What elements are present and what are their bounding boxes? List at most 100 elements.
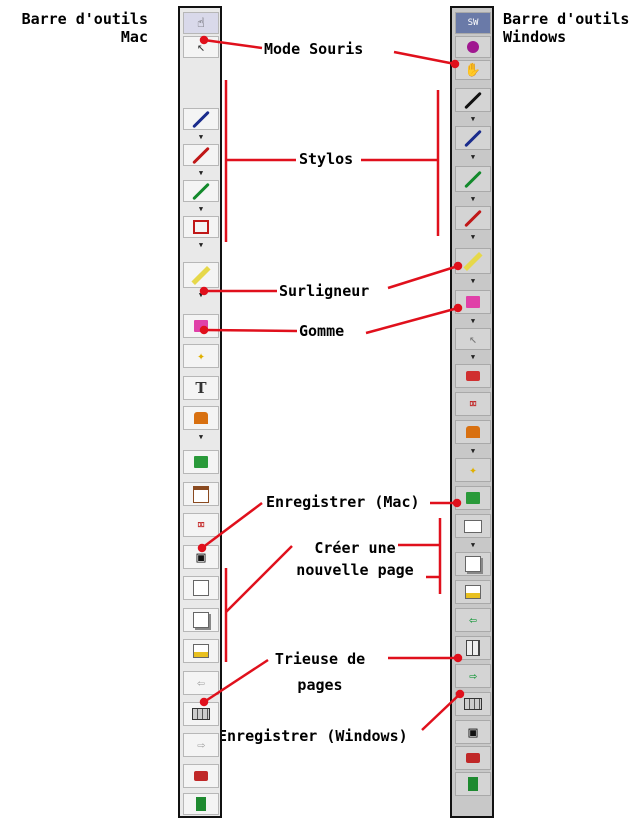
next-page-tool[interactable]: ⇨ [183, 733, 219, 757]
magic-wand-win-icon: ✦ [469, 462, 477, 478]
pen-blue-win-expand[interactable]: ▼ [470, 152, 476, 161]
spotlight-icon [193, 644, 209, 658]
pen-blue-win-tool[interactable] [455, 126, 491, 150]
stamp-win-tool[interactable] [455, 420, 491, 444]
dot-eraser-mac [199, 325, 209, 335]
new-page-win-expand[interactable]: ▼ [470, 540, 476, 549]
leader-highlighter-win [387, 264, 459, 290]
pen-red-win-expand[interactable]: ▼ [470, 232, 476, 241]
highlighter-win-expand[interactable]: ▼ [470, 276, 476, 285]
dot-save-mac [197, 543, 207, 553]
toolbox-win-tool[interactable] [455, 746, 491, 770]
pen-green-win-tool[interactable] [455, 166, 491, 192]
label-eraser: Gomme [299, 322, 345, 340]
spotlight-tool[interactable] [183, 639, 219, 663]
capture-win-tool[interactable] [455, 486, 491, 510]
page-sorter-small-icon [466, 640, 480, 656]
dot-mouse-mode-win [450, 59, 460, 69]
pen-green-win-expand[interactable]: ▼ [470, 194, 476, 203]
highlighter-tool[interactable] [183, 262, 219, 288]
leader-mouse-mode-mac [203, 38, 263, 50]
menu-tool[interactable]: SW [455, 12, 491, 34]
stamp-win-icon [466, 426, 480, 438]
windows-toolbar-title-line1: Barre d'outils [503, 10, 630, 28]
prev-page-tool[interactable]: ⇦ [183, 671, 219, 695]
label-pens: Stylos [299, 150, 354, 168]
stamp-expand[interactable]: ▼ [198, 432, 204, 441]
dot-page-sorter-win [453, 653, 463, 663]
pen-red-win-tool[interactable] [455, 206, 491, 230]
leader-page-sorter-mac [203, 658, 269, 704]
clear-tool[interactable]: ⌧ [183, 513, 219, 537]
pen-black-tool[interactable] [455, 88, 491, 112]
mouse-hand-tool[interactable]: ✋ [455, 60, 491, 80]
camera-icon [466, 371, 480, 381]
page-sorter-small-win-tool[interactable] [455, 636, 491, 660]
pen-black-expand[interactable]: ▼ [470, 114, 476, 123]
leader-eraser-mac [203, 328, 298, 333]
arrow-right-win-icon: ⇨ [469, 668, 477, 684]
clear-win-icon: ⌧ [469, 396, 477, 412]
mouse-pointer-tool[interactable] [455, 36, 491, 58]
page-sorter-win-icon [464, 698, 482, 710]
pen-green-tool[interactable] [183, 180, 219, 202]
save-win-tool[interactable]: ▣ [455, 720, 491, 744]
leader-mouse-mode-win [393, 50, 456, 66]
toolbox-tool[interactable] [183, 764, 219, 788]
new-page-tool[interactable] [183, 576, 219, 600]
text-tool[interactable]: T [183, 376, 219, 400]
capture-tool[interactable] [183, 450, 219, 474]
dot-mouse-mode-mac [199, 35, 209, 45]
mouse-finger-tool[interactable]: ☝ [183, 12, 219, 34]
pen-outline-expand[interactable]: ▼ [198, 240, 204, 249]
label-save-windows: Enregistrer (Windows) [218, 727, 408, 745]
dot-highlighter-mac [199, 286, 209, 296]
arrow-right-icon: ⇨ [197, 737, 205, 753]
duplicate-page-tool[interactable] [183, 608, 219, 632]
page-sorter-tool[interactable] [183, 702, 219, 726]
magic-wand-win-tool[interactable]: ✦ [455, 458, 491, 482]
arrow-left-icon: ⇦ [197, 675, 205, 691]
camera-tool[interactable] [455, 364, 491, 388]
toolbox-icon [194, 771, 208, 781]
capture-win-icon [466, 492, 480, 504]
leader-save-mac [201, 502, 263, 549]
clear-win-tool[interactable]: ⌧ [455, 392, 491, 416]
exit-tool[interactable] [183, 793, 219, 815]
pen-red-expand[interactable]: ▼ [198, 168, 204, 177]
stamp-win-expand[interactable]: ▼ [470, 446, 476, 455]
new-page-icon [193, 580, 209, 596]
magic-wand-tool[interactable]: ✦ [183, 344, 219, 368]
pen-outline-icon [193, 220, 209, 234]
pen-outline-tool[interactable] [183, 216, 219, 238]
highlighter-expand[interactable]: ▼ [198, 290, 204, 299]
pen-blue-tool[interactable] [183, 108, 219, 130]
spotlight-win-tool[interactable] [455, 580, 491, 604]
windows-toolbar-title-line2: Windows [503, 28, 567, 46]
select-arrow-expand[interactable]: ▼ [470, 352, 476, 361]
eraser-win-expand[interactable]: ▼ [470, 316, 476, 325]
duplicate-page-win-icon [465, 556, 481, 572]
new-page-win-tool[interactable] [455, 514, 491, 538]
arrow-cursor-icon: ↖ [197, 39, 205, 55]
exit-win-tool[interactable] [455, 772, 491, 796]
next-page-win-tool[interactable]: ⇨ [455, 664, 491, 688]
spotlight-win-icon [465, 585, 481, 599]
windows-toolbar: SW ✋ ▼ ▼ ▼ ▼ ▼ ▼ ↖ ▼ ⌧ ▼ ✦ ▼ ⇦ ⇨ ▣ [450, 6, 494, 818]
select-arrow-tool[interactable]: ↖ [455, 328, 491, 350]
stamp-icon [194, 412, 208, 424]
pen-red-tool[interactable] [183, 144, 219, 166]
mac-toolbar-title-line2: Mac [120, 28, 148, 46]
duplicate-page-win-tool[interactable] [455, 552, 491, 576]
highlighter-win-tool[interactable] [455, 248, 491, 274]
page-sorter-icon [192, 708, 210, 720]
prev-page-win-tool[interactable]: ⇦ [455, 608, 491, 632]
pen-green-expand[interactable]: ▼ [198, 204, 204, 213]
dot-highlighter-win [453, 261, 463, 271]
pointer-icon [467, 41, 479, 53]
pen-blue-expand[interactable]: ▼ [198, 132, 204, 141]
stamp-tool[interactable] [183, 406, 219, 430]
calendar-icon [193, 485, 209, 503]
calendar-tool[interactable] [183, 482, 219, 506]
